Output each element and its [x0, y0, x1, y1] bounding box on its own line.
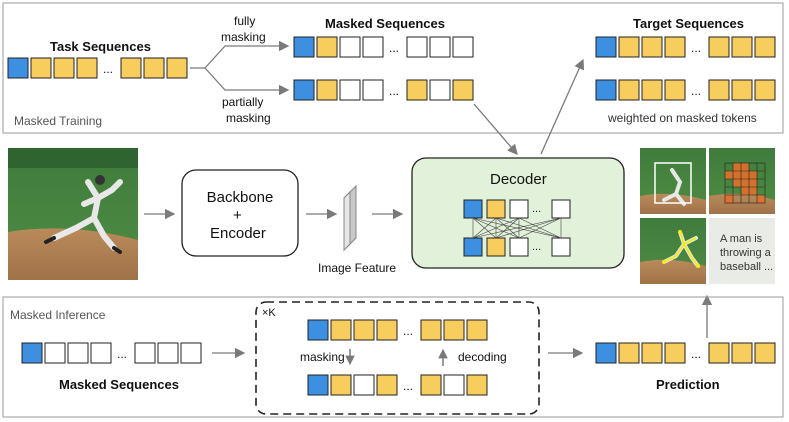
task-sequence [7, 57, 188, 79]
masked-sequence-partial [293, 79, 474, 101]
task-sequences-title: Task Sequences [50, 39, 151, 54]
masked-inference-panel [2, 296, 784, 418]
caption-output-text: A man is throwing a baseball ... [720, 233, 774, 273]
repeat-marker: ×K [262, 307, 276, 319]
fully-label: fully [234, 14, 256, 28]
masking-label-2: masking [226, 111, 271, 125]
target-sequence-1 [595, 36, 776, 58]
backbone-encoder-box [181, 169, 299, 257]
decoder-title: Decoder [490, 171, 547, 188]
ellipsis: ... [389, 41, 400, 55]
prediction-sequence [595, 342, 776, 364]
weighted-note: weighted on masked tokens [608, 111, 757, 125]
panel-label-training: Masked Training [14, 114, 103, 128]
masked-training-panel [2, 2, 784, 134]
ellipsis: ... [532, 203, 542, 215]
masking-label: masking [221, 30, 266, 44]
input-image [8, 148, 138, 280]
inference-masked-title: Masked Sequences [59, 377, 179, 392]
output-detection [640, 148, 706, 214]
ellipsis: ... [117, 347, 128, 361]
target-sequences-title: Target Sequences [633, 16, 745, 31]
encoder-label: Encoder [210, 225, 266, 242]
prediction-title: Prediction [656, 377, 720, 392]
branch-line [204, 67, 290, 96]
output-keypoints [640, 218, 706, 284]
ellipsis: ... [389, 84, 400, 98]
ellipsis: ... [691, 41, 702, 55]
iteration-bottom-sequence [307, 374, 488, 396]
masked-sequence-fully [293, 36, 474, 58]
feature-map-icon [343, 184, 357, 252]
masking-step-label: masking [300, 350, 345, 364]
ellipsis: ... [691, 347, 702, 361]
plus-label: + [233, 207, 242, 224]
ellipsis: ... [691, 84, 702, 98]
arrow-icon [473, 103, 518, 155]
ellipsis: ... [403, 379, 414, 393]
target-sequence-2 [595, 79, 776, 101]
iteration-box [255, 301, 540, 415]
branch-line [190, 40, 290, 69]
arrow-icon [540, 58, 585, 155]
ellipsis: ... [103, 62, 114, 76]
output-caption-bg [709, 218, 775, 284]
iteration-top-sequence [307, 319, 488, 341]
decoder-attention [463, 199, 571, 257]
partially-label: partially [222, 95, 264, 109]
decoding-step-label: decoding [458, 350, 507, 364]
masked-sequences-title: Masked Sequences [325, 16, 445, 31]
output-segmentation [709, 148, 775, 214]
ellipsis: ... [403, 324, 414, 338]
inference-masked-sequence [21, 342, 202, 364]
backbone-label: Backbone [206, 189, 274, 206]
panel-label-inference: Masked Inference [10, 308, 106, 322]
image-feature-label: Image Feature [318, 261, 397, 275]
ellipsis: ... [532, 241, 542, 253]
